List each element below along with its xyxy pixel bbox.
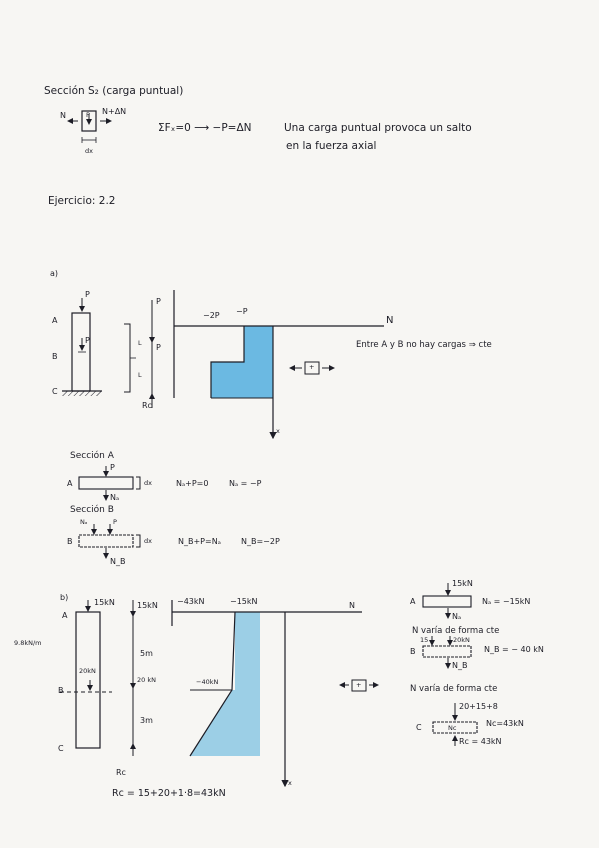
part-a-fbd xyxy=(124,300,155,408)
section-a-sketch xyxy=(78,466,141,501)
part-a-axis-n: N xyxy=(386,315,394,326)
right-c-nc-label: Nc xyxy=(448,724,457,732)
section-a-point: A xyxy=(67,479,73,488)
right-b-equation: N_B = − 40 kN xyxy=(484,645,544,654)
section-a-eq1: Nₐ+P=0 xyxy=(176,479,209,488)
section-a-n: Nₐ xyxy=(110,493,120,502)
part-b-reaction-equation: Rc = 15+20+1·8=43kN xyxy=(112,788,226,799)
s2-p-label: P xyxy=(86,111,90,119)
right-note-1: N varía de forma cte xyxy=(412,626,500,636)
section-a-dx: dx xyxy=(144,479,152,487)
part-b-load-top: 15kN xyxy=(94,598,115,607)
right-a-point: A xyxy=(410,597,416,606)
part-b-section-a-sketch xyxy=(422,583,472,619)
part-b-sign-symbol: + xyxy=(356,681,362,689)
part-a-length-2: L xyxy=(138,371,142,379)
right-c-equation: Nc=43kN xyxy=(486,719,524,728)
s2-dx: dx xyxy=(85,147,93,155)
part-b-axial-diagram xyxy=(171,600,379,788)
exercise-title: Ejercicio: 2.2 xyxy=(48,195,116,207)
right-b-load-1: 15 xyxy=(420,636,429,644)
part-b-diagram-top-left: −43kN xyxy=(177,597,205,606)
part-a-fbd-top: P xyxy=(156,297,161,306)
section-a-heading: Sección A xyxy=(70,451,114,461)
section-b-eq2: N_B=−2P xyxy=(241,537,280,546)
s2-n-left: N xyxy=(60,111,66,120)
section-s2-heading: Sección S₂ (carga puntual) xyxy=(44,85,184,97)
section-a-p: P xyxy=(110,463,115,472)
section-b-eq1: N_B+P=Nₐ xyxy=(178,537,221,546)
part-a-point-b: B xyxy=(52,352,58,361)
right-b-point: B xyxy=(410,647,416,656)
part-b-column xyxy=(60,600,112,749)
part-a-diagram-top-right: −P xyxy=(236,307,248,316)
right-b-load-2: 20kN xyxy=(453,636,470,644)
part-a-axial-diagram xyxy=(173,290,384,440)
section-b-dx: dx xyxy=(144,537,152,545)
right-note-2: N varía de forma cte xyxy=(410,684,498,694)
part-a-point-a: A xyxy=(52,316,58,325)
part-b-fbd-mid: 20 kN xyxy=(137,676,156,684)
right-b-n: N_B xyxy=(452,661,468,670)
part-a-label: a) xyxy=(50,269,59,278)
right-a-equation: Nₐ = −15kN xyxy=(482,597,531,606)
part-b-side-note: 9.8kN/m xyxy=(14,639,42,647)
section-b-top-na: Nₐ xyxy=(80,518,88,526)
s2-note-line2: en la fuerza axial xyxy=(286,140,377,152)
part-b-load-mid: 20kN xyxy=(79,667,96,675)
right-a-load: 15kN xyxy=(452,579,473,588)
part-b-point-c: C xyxy=(58,744,64,753)
part-a-axis-x: x xyxy=(276,427,280,435)
section-a-eq2: Nₐ = −P xyxy=(229,479,262,488)
part-a-load-mid: P xyxy=(85,336,90,345)
s2-element-sketch xyxy=(67,110,112,143)
part-b-reaction: Rc xyxy=(116,768,126,777)
part-b-point-a: A xyxy=(62,611,68,620)
section-b-n: N_B xyxy=(110,557,126,566)
part-b-axis-n: N xyxy=(349,601,355,610)
s2-note-line1: Una carga puntual provoca un salto xyxy=(284,122,472,134)
right-c-point: C xyxy=(416,723,422,732)
right-a-n: Nₐ xyxy=(452,612,462,621)
part-b-fbd-top: 15kN xyxy=(137,601,158,610)
part-b-point-b: B xyxy=(58,686,64,695)
section-b-heading: Sección B xyxy=(70,505,114,515)
part-a-point-c: C xyxy=(52,387,58,396)
right-c-reaction: Rc = 43kN xyxy=(459,737,502,746)
part-b-dimension-1: 5m xyxy=(140,649,153,658)
part-b-diagram-mid: −40kN xyxy=(196,678,219,686)
part-b-section-c-sketch xyxy=(432,703,478,746)
part-a-sign-symbol: + xyxy=(309,363,315,371)
part-a-length-1: L xyxy=(138,339,142,347)
part-a-diagram-top-left: −2P xyxy=(203,311,220,320)
section-b-top-p: P xyxy=(113,518,117,526)
part-b-label: b) xyxy=(60,593,69,602)
section-b-point: B xyxy=(67,537,73,546)
section-b-sketch xyxy=(78,524,141,559)
part-a-note: Entre A y B no hay cargas ⇒ cte xyxy=(356,340,492,350)
part-b-diagram-top-right: −15kN xyxy=(230,597,258,606)
right-c-load: 20+15+8 xyxy=(459,702,498,711)
part-a-column xyxy=(62,298,102,396)
part-a-fbd-mid: P xyxy=(156,343,161,352)
part-a-reaction: Rc xyxy=(142,401,152,410)
s2-n-right: N+ΔN xyxy=(102,107,127,116)
s2-equation: ΣFₓ=0 ⟶ −P=ΔN xyxy=(158,122,252,134)
part-a-load-top: P xyxy=(85,290,90,299)
part-b-section-b-sketch xyxy=(422,636,472,669)
part-b-axis-x: x xyxy=(288,779,292,787)
part-b-dimension-2: 3m xyxy=(140,716,153,725)
